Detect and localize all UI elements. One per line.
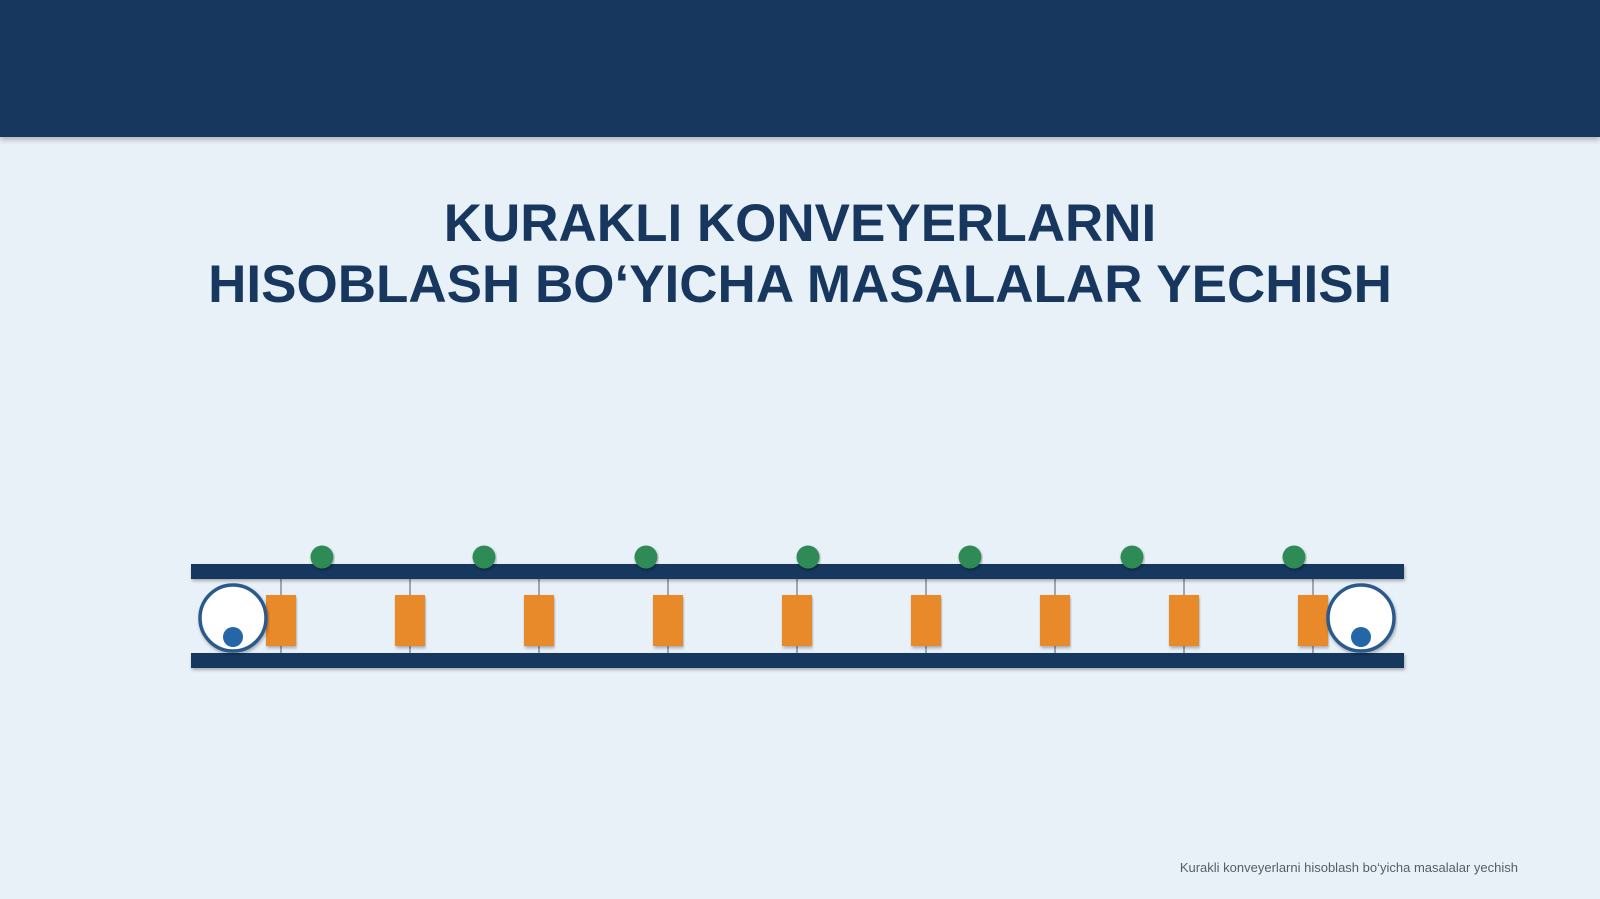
- material-ball: [1282, 545, 1306, 569]
- material-ball: [310, 545, 334, 569]
- scraper-paddle: [266, 595, 296, 646]
- title-line-2: HISOBLASH BO‘YICHA MASALALAR YECHISH: [208, 255, 1392, 314]
- scraper-paddle: [1298, 595, 1328, 646]
- scraper-paddle: [395, 595, 425, 646]
- left-pulley: [198, 583, 268, 653]
- scraper-paddle: [524, 595, 554, 646]
- slide-title: KURAKLI KONVEYERLARNI HISOBLASH BO‘YICHA…: [0, 193, 1600, 315]
- lower-belt: [191, 653, 1404, 668]
- header-band: [0, 0, 1600, 137]
- material-ball: [796, 545, 820, 569]
- pulley-marker-dot: [1351, 627, 1371, 647]
- pulley-marker-dot: [223, 627, 243, 647]
- material-ball: [958, 545, 982, 569]
- scraper-paddle: [1169, 595, 1199, 646]
- footer-caption: Kurakli konveyerlarni hisoblash bo‘yicha…: [1179, 860, 1518, 875]
- scraper-conveyor-illustration: [191, 545, 1404, 668]
- material-ball: [634, 545, 658, 569]
- right-pulley: [1326, 583, 1396, 653]
- upper-belt: [191, 564, 1404, 579]
- scraper-paddle: [1040, 595, 1070, 646]
- scraper-paddle: [653, 595, 683, 646]
- material-ball: [472, 545, 496, 569]
- material-ball: [1120, 545, 1144, 569]
- scraper-paddle: [911, 595, 941, 646]
- scraper-paddle: [782, 595, 812, 646]
- title-line-1: KURAKLI KONVEYERLARNI: [443, 194, 1157, 253]
